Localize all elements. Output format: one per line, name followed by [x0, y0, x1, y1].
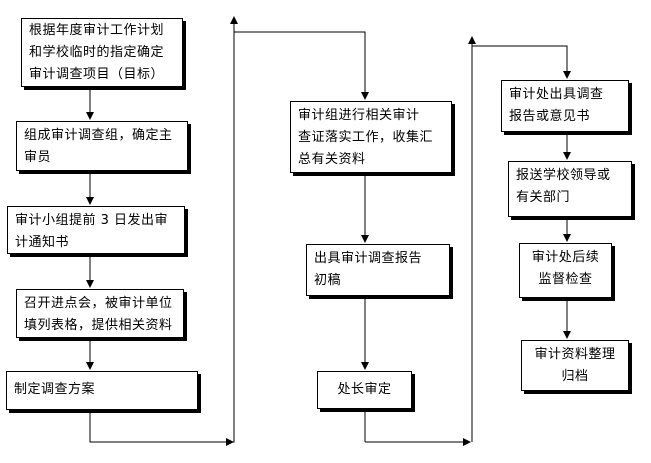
step-follow-up-supervision: 审计处后续 监督检查: [519, 243, 612, 298]
step-submit-to-leaders: 报送学校领导或 有关部门: [508, 161, 632, 217]
step-issue-report: 审计处出具调查 报告或意见书: [501, 80, 629, 132]
step-determine-audit-project: 根据年度审计工作计划 和学校临时的指定确定 审计调查项目（目标）: [21, 18, 183, 87]
step-issue-audit-notice: 审计小组提前 3 日发出审 计通知书: [7, 206, 185, 254]
step-entry-meeting: 召开进点会，被审计单位 填列表格，提供相关资料: [16, 289, 184, 338]
step-make-investigation-plan: 制定调查方案: [6, 371, 198, 410]
connector-top-c2: [234, 31, 369, 100]
step-director-review: 处长审定: [317, 371, 412, 409]
step-draft-report: 出具审计调查报告 初稿: [306, 244, 450, 296]
step-form-audit-team: 组成审计调查组，确定主 审员: [16, 121, 188, 171]
step-archive-materials: 审计资料整理 归档: [521, 340, 629, 391]
step-verify-and-collect: 审计组进行相关审计 查证落实工作，收集汇 总有关资料: [290, 101, 452, 173]
connector-top-c3: [472, 45, 571, 79]
